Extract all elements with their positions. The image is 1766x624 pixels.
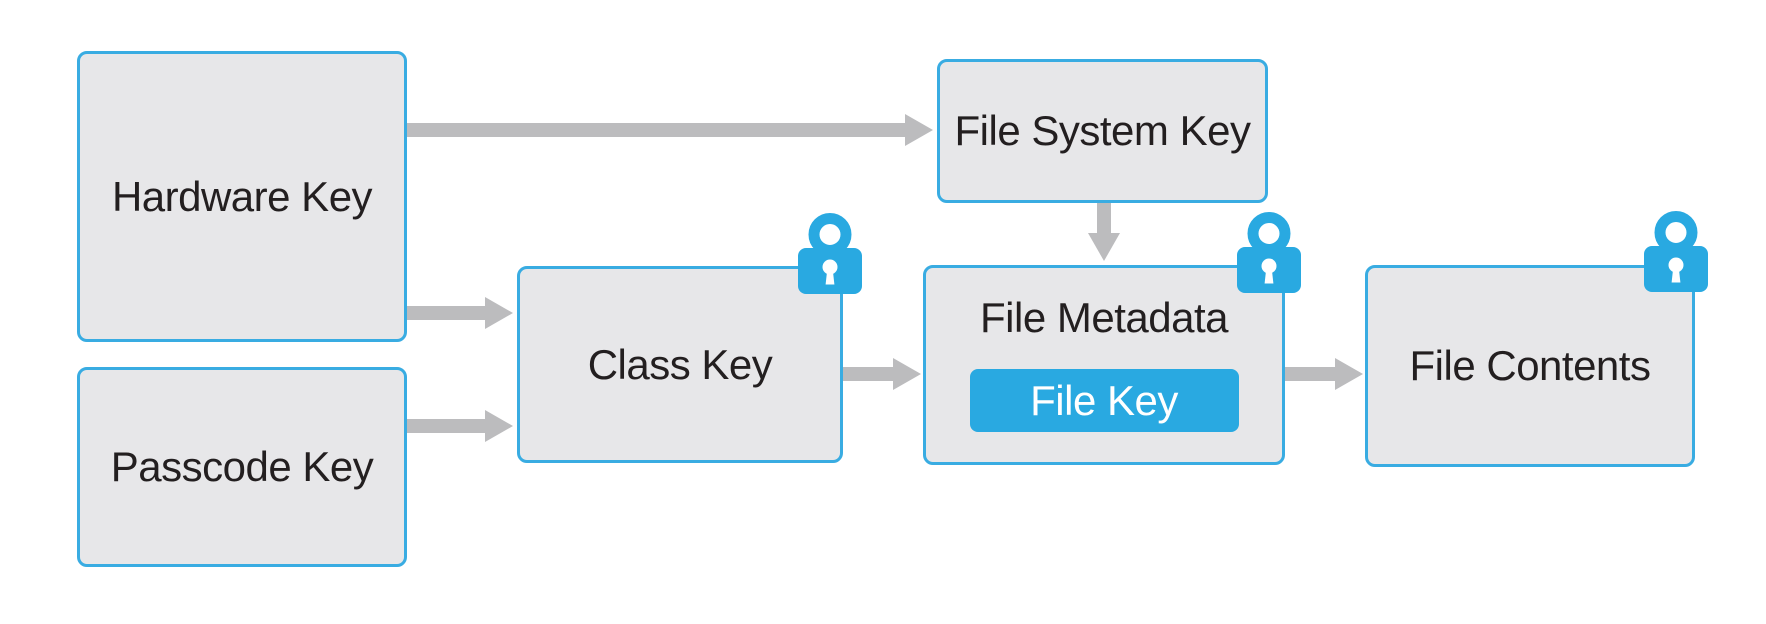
arrow-head-icon — [1335, 358, 1363, 390]
file-key-badge: File Key — [969, 369, 1239, 432]
arrow-shaft — [1097, 203, 1111, 233]
lock-icon — [1237, 212, 1301, 293]
node-label: Class Key — [587, 340, 773, 388]
node-hardware-key: Hardware Key — [77, 51, 407, 342]
node-label: Passcode Key — [110, 443, 374, 490]
lock-icon — [798, 213, 862, 294]
arrow-head-icon — [905, 114, 933, 146]
node-passcode-key: Passcode Key — [77, 367, 407, 567]
arrow-head-icon — [1088, 233, 1120, 261]
arrow-shaft — [407, 123, 905, 137]
arrow-shaft — [407, 306, 485, 320]
arrow-head-icon — [893, 358, 921, 390]
node-file-contents: File Contents — [1365, 265, 1695, 467]
node-label: Hardware Key — [111, 172, 373, 220]
node-file-metadata: File Metadata File Key — [923, 265, 1285, 465]
node-label: File Metadata — [980, 294, 1228, 341]
arrow-shaft — [843, 367, 893, 381]
arrow-shaft — [407, 419, 485, 433]
file-key-label: File Key — [1030, 376, 1178, 424]
node-file-system-key: File System Key — [937, 59, 1268, 203]
lock-icon — [1644, 211, 1708, 292]
arrow-head-icon — [485, 410, 513, 442]
node-class-key: Class Key — [517, 266, 843, 463]
node-label: File System Key — [954, 107, 1251, 154]
node-label: File Contents — [1409, 342, 1651, 389]
arrow-head-icon — [485, 297, 513, 329]
arrow-shaft — [1285, 367, 1335, 381]
